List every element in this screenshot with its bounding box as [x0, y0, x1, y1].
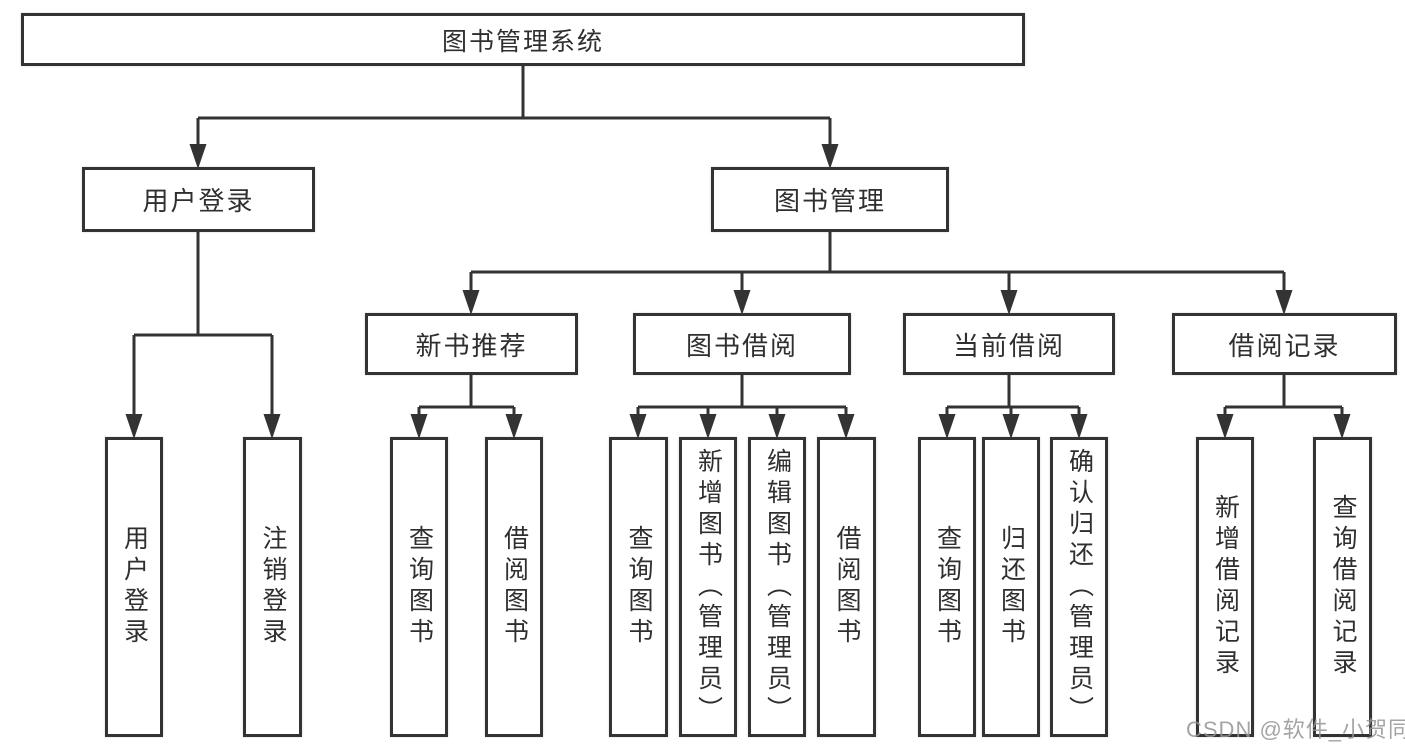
node-label: 借阅记录: [1228, 330, 1341, 361]
node-label: 图书管理系统: [441, 27, 604, 56]
leaf-label: 借阅图书: [500, 525, 529, 649]
node-label: 用户登录: [142, 186, 255, 216]
leaf-node-user-login: 用户登录: [105, 437, 163, 737]
leaf-node-query-borrow-record: 查询借阅记录: [1313, 437, 1372, 737]
leaf-label: 新增图书（管理员）: [694, 447, 723, 727]
node-book-borrow: 图书借阅: [633, 313, 851, 375]
leaf-node-query-books-borrow: 查询图书: [609, 437, 668, 737]
leaf-node-borrow-books-recommend: 借阅图书: [485, 437, 543, 737]
node-label: 当前借阅: [952, 330, 1065, 361]
leaf-label: 借阅图书: [833, 525, 861, 649]
node-label: 图书借阅: [685, 330, 798, 361]
node-label: 图书管理: [773, 186, 886, 216]
leaf-node-return-books: 归还图书: [982, 437, 1040, 737]
leaf-node-add-books-admin: 新增图书（管理员）: [679, 437, 737, 737]
node-label: 新书推荐: [415, 330, 528, 361]
leaf-label: 查询借阅记录: [1329, 494, 1357, 680]
node-current-borrow: 当前借阅: [903, 313, 1115, 375]
leaf-node-add-borrow-record: 新增借阅记录: [1196, 437, 1254, 737]
leaf-node-logout: 注销登录: [243, 437, 302, 737]
leaf-node-query-books-recommend: 查询图书: [390, 437, 448, 737]
leaf-node-borrow-books: 借阅图书: [817, 437, 876, 737]
leaf-label: 确认归还（管理员）: [1065, 447, 1094, 727]
leaf-label: 用户登录: [120, 525, 149, 649]
node-borrow-records: 借阅记录: [1172, 313, 1397, 375]
leaf-label: 查询图书: [405, 525, 434, 649]
leaf-label: 注销登录: [259, 525, 287, 649]
leaf-node-query-books-current: 查询图书: [918, 437, 976, 737]
leaf-label: 归还图书: [997, 525, 1026, 649]
leaf-label: 新增借阅记录: [1211, 494, 1240, 680]
node-book-management: 图书管理: [711, 167, 949, 232]
leaf-node-edit-books-admin: 编辑图书（管理员）: [748, 437, 806, 737]
leaf-label: 编辑图书（管理员）: [763, 447, 792, 727]
node-user-login: 用户登录: [82, 167, 315, 232]
node-library-management-system: 图书管理系统: [21, 13, 1025, 66]
leaf-label: 查询图书: [933, 525, 962, 649]
csdn-watermark: CSDN @软件_小贺同学: [1186, 717, 1405, 742]
leaf-label: 查询图书: [625, 525, 653, 649]
node-new-book-recommend: 新书推荐: [365, 313, 578, 375]
leaf-node-confirm-return-admin: 确认归还（管理员）: [1050, 437, 1108, 737]
